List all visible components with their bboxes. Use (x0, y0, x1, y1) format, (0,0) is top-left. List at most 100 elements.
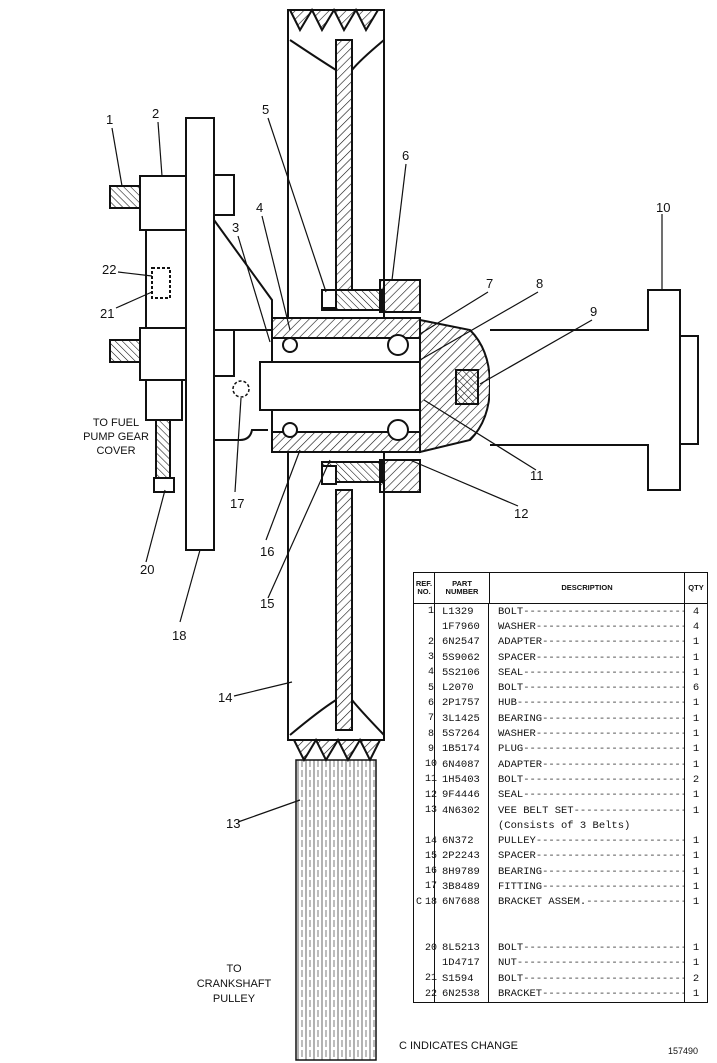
svg-text:PULLEY: PULLEY (213, 993, 256, 1005)
description: BOLT------------------------------------… (498, 972, 685, 985)
callout-3: 3 (232, 220, 239, 235)
ref-number: 13 (424, 805, 437, 816)
header-ref-no: REF. NO. (414, 573, 435, 603)
change-mark: C (415, 896, 422, 908)
change-legend: C INDICATES CHANGE (399, 1040, 518, 1052)
part-number: 2P2243 (442, 850, 480, 863)
ref-number: 4 (427, 667, 434, 679)
part-number: 6N2547 (442, 636, 480, 649)
part-number: L1329 (442, 605, 474, 618)
ref-number: 14 (424, 835, 437, 847)
quantity: 2 (692, 773, 700, 786)
quantity: 4 (692, 620, 700, 633)
part-number: 6N7688 (442, 896, 480, 909)
table-row: 85S7264WASHER---------------------------… (414, 726, 707, 741)
note-crankshaft: TO CRANKSHAFT PULLEY (197, 963, 272, 1005)
table-header: REF. NO. PART NUMBER DESCRIPTION QTY (414, 573, 707, 604)
part-number: 8H9789 (442, 865, 480, 878)
table-row: 1F7960WASHER----------------------------… (414, 619, 707, 634)
part-number: 4N6302 (442, 804, 480, 817)
quantity: 1 (692, 758, 700, 771)
ref-number: 21 (424, 973, 437, 985)
ref-number: 10 (424, 759, 437, 771)
part-number: 9F4446 (442, 789, 480, 802)
table-row: 35S9062SPACER---------------------------… (414, 650, 707, 665)
description: HUB-------------------------------------… (498, 697, 685, 710)
callout-labels: 1 2 3 4 5 6 7 8 9 10 11 12 13 14 15 16 1… (100, 102, 670, 831)
part-number: 3L1425 (442, 712, 480, 725)
quantity: 1 (692, 835, 700, 848)
description: ADAPTER---------------------------------… (498, 636, 685, 649)
part-number: L2070 (442, 682, 474, 695)
callout-15: 15 (260, 596, 274, 611)
callout-8: 8 (536, 276, 543, 291)
quantity: 1 (692, 789, 700, 802)
svg-text:PUMP GEAR: PUMP GEAR (83, 431, 149, 443)
table-row: 1D4717NUT-------------------------------… (414, 956, 707, 971)
description: BOLT------------------------------------… (498, 682, 685, 695)
ref-number: 5 (427, 682, 434, 694)
table-row: 62P1757HUB------------------------------… (414, 696, 707, 711)
quantity: 1 (692, 896, 700, 909)
quantity: 1 (692, 957, 700, 970)
ref-number: 12 (424, 789, 437, 801)
description: BOLT------------------------------------… (498, 942, 685, 955)
table-row: 168H9789BEARING-------------------------… (414, 864, 707, 879)
description: ADAPTER---------------------------------… (498, 758, 685, 771)
quantity: 1 (692, 988, 700, 1001)
table-row: 226N2538BRACKET-------------------------… (414, 986, 707, 1001)
callout-22: 22 (102, 262, 116, 277)
callout-17: 17 (230, 496, 244, 511)
part-number: 8L5213 (442, 942, 480, 955)
quantity: 1 (692, 651, 700, 664)
quantity: 1 (692, 697, 700, 710)
hub-assembly (259, 279, 421, 493)
description: WASHER----------------------------------… (498, 728, 685, 741)
end-adapter (419, 289, 699, 491)
description: SPACER----------------------------------… (498, 651, 685, 664)
table-row: 21 S1594 BOLT-----------------------------… (414, 971, 707, 986)
description: PLUG------------------------------------… (498, 743, 685, 756)
table-row: 173B8489FITTING-------------------------… (414, 879, 707, 894)
description: (Consists of 3 Belts) (498, 819, 631, 832)
description: PULLEY----------------------------------… (498, 835, 685, 848)
description: BRACKET ASSEM.--------------------------… (498, 896, 685, 909)
vee-belt-set (295, 759, 377, 1061)
part-number: 6N372 (442, 835, 474, 848)
parts-list-table: REF. NO. PART NUMBER DESCRIPTION QTY 1 L1… (413, 572, 708, 1003)
grease-fitting (232, 380, 250, 398)
callout-21: 21 (100, 306, 114, 321)
header-part-number: PART NUMBER (435, 573, 490, 603)
part-number: 2P1757 (442, 697, 480, 710)
part-number: S1594 (442, 972, 474, 985)
adapter (109, 175, 187, 493)
ref-number: 2 (427, 636, 434, 648)
ref-number: 7 (427, 713, 434, 725)
bracket-assembly (185, 117, 273, 551)
callout-11: 11 (530, 468, 544, 483)
drawing-number: 157490 (668, 1046, 699, 1056)
callout-6: 6 (402, 148, 409, 163)
table-row: 152P2243SPACER--------------------------… (414, 849, 707, 864)
svg-text:CRANKSHAFT: CRANKSHAFT (197, 978, 272, 990)
description: BEARING---------------------------------… (498, 712, 685, 725)
table-row: 7 3L1425 BEARING--------------------------… (414, 711, 707, 726)
part-number: 6N4087 (442, 758, 480, 771)
description: NUT-------------------------------------… (498, 957, 685, 970)
ref-number: 20 (424, 942, 437, 954)
part-number: 5S7264 (442, 728, 480, 741)
ref-number: 1 (427, 606, 434, 618)
table-row: (Consists of 3 Belts) (414, 818, 707, 833)
callout-20: 20 (140, 562, 154, 577)
header-description: DESCRIPTION (490, 573, 685, 603)
quantity: 1 (692, 712, 700, 725)
table-row (414, 925, 707, 940)
table-row: 14 6N372 PULLEY---------------------------… (414, 833, 707, 848)
callout-18: 18 (172, 628, 186, 643)
ref-number: 15 (424, 850, 437, 862)
table-row: 1L1329BOLT------------------------------… (414, 604, 707, 619)
callout-16: 16 (260, 544, 274, 559)
table-row: 111H5403BOLT----------------------------… (414, 772, 707, 787)
table-row: 20 8L5213 BOLT----------------------------… (414, 941, 707, 956)
